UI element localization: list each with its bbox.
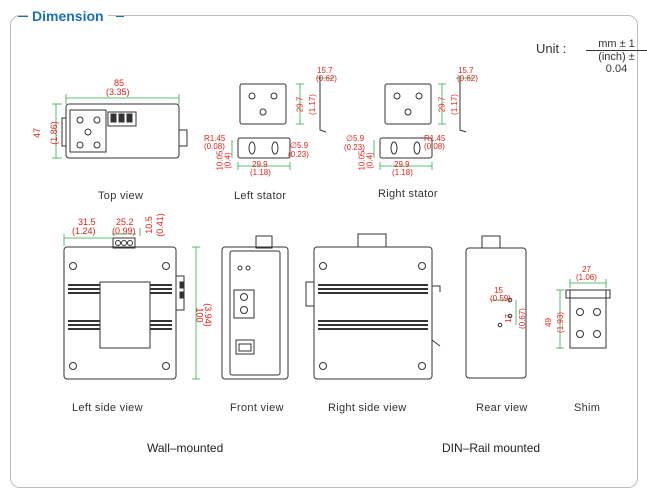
rs-span-in: (1.18) xyxy=(392,168,413,177)
top-height: 47 xyxy=(32,127,43,139)
rear-view-dims xyxy=(490,299,517,325)
lsv-b: 25.2 xyxy=(116,217,134,227)
caption-right-side-view: Right side view xyxy=(328,402,407,414)
group-din-rail-mounted: DIN–Rail mounted xyxy=(442,441,541,455)
ls-hole-in: (0.4) xyxy=(223,152,233,169)
unit-fraction: mm ± 1 (inch) ± 0.04 xyxy=(586,38,647,75)
title-rule-right xyxy=(116,16,124,17)
lsv-c: 10.5 xyxy=(143,216,154,234)
rv-a: 15 xyxy=(494,286,503,295)
ls-d-in: (0.23) xyxy=(288,150,309,159)
ls-span-in: (1.18) xyxy=(250,168,271,177)
rs-r: R1.45 xyxy=(424,134,446,143)
caption-top-view: Top view xyxy=(98,190,144,202)
top-view-drawing xyxy=(61,103,188,159)
lsv-h-in: (3.94) xyxy=(202,303,213,327)
shim-dims xyxy=(556,279,607,349)
ls-r: R1.45 xyxy=(204,134,226,143)
rv-a-in: (0.59) xyxy=(490,294,511,303)
rs-r-in: (0.08) xyxy=(424,142,445,151)
unit-numerator: mm ± 1 xyxy=(586,38,647,51)
ls-span: 29.9 xyxy=(252,160,268,169)
left-stator-dims xyxy=(231,77,334,170)
unit-denominator: (inch) ± 0.04 xyxy=(598,51,635,75)
group-wall-mounted: Wall–mounted xyxy=(147,441,224,455)
lsv-c-in: (0.41) xyxy=(154,213,165,237)
unit-label: Unit : xyxy=(536,41,567,56)
right-stator-dims xyxy=(373,77,474,170)
top-height-in: (1.86) xyxy=(48,121,59,145)
sh-w-in: (1.06) xyxy=(576,273,597,282)
shim-drawing xyxy=(565,289,611,349)
top-width-in: (3.35) xyxy=(106,87,130,97)
rs-stator-h: 29.7 xyxy=(437,96,447,113)
caption-front-view: Front view xyxy=(230,402,284,414)
ls-r-in: (0.08) xyxy=(204,142,225,151)
caption-left-side-view: Left side view xyxy=(72,402,143,414)
caption-left-stator: Left stator xyxy=(234,190,287,202)
sh-w: 27 xyxy=(582,265,591,274)
caption-right-stator: Right stator xyxy=(378,188,438,200)
lsv-b-in: (0.99) xyxy=(112,226,136,236)
ls-stator-w-in: (0.62) xyxy=(316,74,337,83)
rs-stator-h-in: (1.17) xyxy=(449,94,459,115)
ls-stator-w: 15.7 xyxy=(317,66,333,75)
caption-shim: Shim xyxy=(574,402,601,414)
section-title: Dimension xyxy=(28,8,108,24)
front-view-drawing xyxy=(221,235,289,380)
title-rule-left xyxy=(18,16,28,17)
ls-stator-h-in: (1.17) xyxy=(307,94,317,115)
top-view-dims xyxy=(52,94,180,159)
rs-hole-in: (0.4) xyxy=(365,152,375,169)
ls-d: ∅5.9 xyxy=(290,141,309,150)
sh-h: 49 xyxy=(543,318,553,327)
top-width: 85 xyxy=(114,78,125,88)
caption-rear-view: Rear view xyxy=(476,402,528,414)
rs-stator-w-in: (0.62) xyxy=(457,74,478,83)
ls-stator-h: 29.7 xyxy=(295,96,305,113)
lsv-a-in: (1.24) xyxy=(72,226,96,236)
dimension-frame xyxy=(10,15,638,488)
rs-stator-w: 15.7 xyxy=(458,66,474,75)
right-side-view-drawing xyxy=(305,233,441,380)
rs-span: 29.9 xyxy=(394,160,410,169)
rs-d: ∅5.9 xyxy=(346,134,365,143)
left-stator-drawing xyxy=(237,76,327,159)
rv-b-in: (0.67) xyxy=(517,308,527,329)
rear-view-drawing xyxy=(465,235,527,379)
sh-h-in: (1.93) xyxy=(555,312,565,333)
lsv-a: 31.5 xyxy=(78,217,96,227)
left-side-view-dims xyxy=(63,228,200,380)
rv-b: 17 xyxy=(503,314,513,323)
right-stator-drawing xyxy=(379,76,467,159)
left-side-view-drawing xyxy=(63,237,185,380)
rs-d-in: (0.23) xyxy=(344,143,365,152)
